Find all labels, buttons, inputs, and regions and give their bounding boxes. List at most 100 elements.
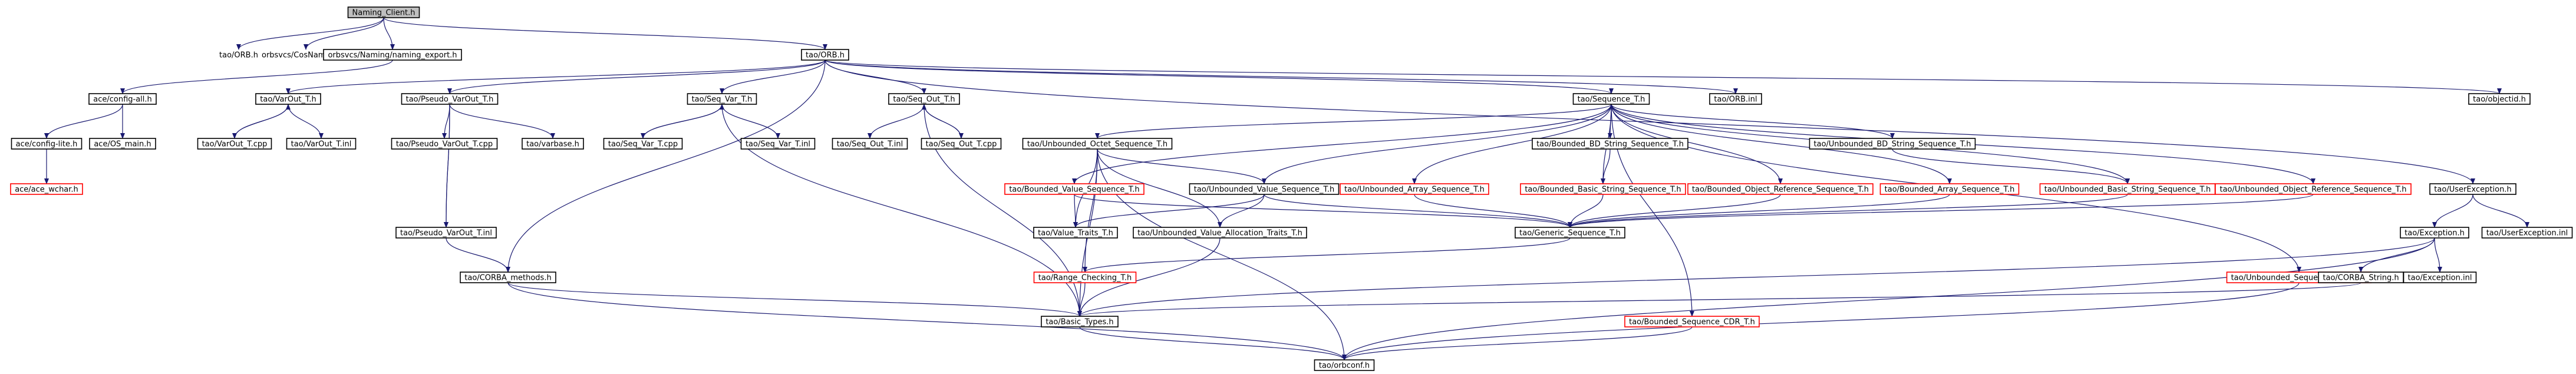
edge-sequence_t-to-unbounded_bd [1611, 104, 1895, 139]
node-tao-unbounded-value-allocation-traits-t-h[interactable]: tao/Unbounded_Value_Allocation_Traits_T.… [1133, 227, 1307, 239]
node-label: tao/CORBA_String.h [2323, 274, 2399, 283]
node-naming-client-h[interactable]: Naming_Client.h [347, 6, 420, 18]
node-box [1809, 138, 1976, 150]
node-label: tao/Exception.inl [2408, 274, 2472, 283]
node-label: tao/Value_Traits_T.h [1038, 229, 1113, 238]
node-box [801, 49, 849, 61]
node-box [10, 183, 83, 195]
node-tao-exception-h[interactable]: tao/Exception.h [2400, 227, 2469, 239]
node-tao-seq-out-t-inl[interactable]: tao/Seq_Out_T.inl [832, 138, 908, 150]
node-tao-orb-inl[interactable]: tao/ORB.inl [1709, 93, 1762, 105]
node-tao-seq-out-t-cpp[interactable]: tao/Seq_Out_T.cpp [921, 138, 1002, 150]
node-tao-pseudo-varout-t-cpp[interactable]: tao/Pseudo_VarOut_T.cpp [391, 138, 498, 150]
edge-bounded_seq_cdr-to-orbconf [1342, 326, 1693, 360]
node-box [1041, 316, 1119, 327]
edge-unbounded_value-to-generic_seq [1264, 194, 1572, 228]
node-label: tao/Unbounded_Value_Sequence_T.h [1194, 186, 1334, 194]
node-box [687, 93, 757, 105]
edge-seq_out-to-basic_types [923, 104, 1082, 317]
node-tao-varout-t-cpp[interactable]: tao/VarOut_T.cpp [197, 138, 272, 150]
node-tao-corba-methods-h[interactable]: tao/CORBA_methods.h [460, 272, 556, 283]
node-box [832, 138, 908, 150]
node-tao-exception-inl[interactable]: tao/Exception.inl [2403, 272, 2477, 283]
node-box [1709, 93, 1762, 105]
node-tao-corba-string-h[interactable]: tao/CORBA_String.h [2318, 272, 2404, 283]
node-box [460, 272, 556, 283]
node-tao-seq-var-t-inl[interactable]: tao/Seq_Var_T.inl [740, 138, 816, 150]
edge-root-to-orb_h [236, 17, 384, 50]
node-tao-bounded-basic-string-sequence-t-h[interactable]: tao/Bounded_Basic_String_Sequence_T.h [1520, 183, 1686, 195]
node-label: tao/Pseudo_VarOut_T.inl [400, 229, 492, 238]
node-tao-userexception-inl[interactable]: tao/UserException.inl [2481, 227, 2573, 239]
node-tao-userexception-h[interactable]: tao/UserException.h [2429, 183, 2516, 195]
node-box [1879, 183, 2020, 195]
node-label: tao/UserException.inl [2486, 229, 2568, 238]
edge-bounded_obj_ref-to-generic_seq [1568, 194, 1781, 228]
node-tao-value-traits-t-h[interactable]: tao/Value_Traits_T.h [1033, 227, 1118, 239]
node-tao-orb-h[interactable]: tao/ORB.h [801, 49, 849, 61]
node-tao-orb-h: tao/ORB.h [219, 51, 258, 60]
node-ace-os-main-h[interactable]: ace/OS_main.h [89, 138, 156, 150]
node-tao-bounded-array-sequence-t-h[interactable]: tao/Bounded_Array_Sequence_T.h [1879, 183, 2020, 195]
node-label: tao/orbconf.h [1319, 362, 1370, 370]
node-tao-seq-var-t-h[interactable]: tao/Seq_Var_T.h [687, 93, 757, 105]
node-tao-bounded-bd-string-sequence-t-h[interactable]: tao/Bounded_BD_String_Sequence_T.h [1532, 138, 1688, 150]
edge-unbounded_basic_str-to-generic_seq [1568, 194, 2128, 228]
node-tao-unbounded-octet-sequence-t-h[interactable]: tao/Unbounded_Octet_Sequence_T.h [1022, 138, 1173, 150]
node-label: ace/config-all.h [93, 95, 152, 104]
edge-naming_export-to-config_all [120, 59, 393, 94]
node-box [323, 49, 462, 61]
node-label: tao/Unbounded_Octet_Sequence_T.h [1027, 140, 1167, 149]
node-tao-objectid-h[interactable]: tao/objectid.h [2468, 93, 2531, 105]
node-label: tao/CORBA_methods.h [464, 274, 551, 283]
edge-sequence_t-to-unb_octet [1095, 104, 1612, 139]
node-box [2215, 183, 2412, 195]
edge-config_all-to-config_lite [44, 104, 123, 139]
node-orbsvcs-naming-naming-export-h[interactable]: orbsvcs/Naming/naming_export.h [323, 49, 462, 61]
node-tao-range-checking-t-h[interactable]: tao/Range_Checking_T.h [1033, 272, 1137, 283]
edge-unbounded_obj_ref-to-generic_seq [1568, 194, 2314, 228]
node-tao-unbounded-basic-string-sequence-t-h[interactable]: tao/Unbounded_Basic_String_Sequence_T.h [2039, 183, 2216, 195]
node-box [88, 93, 157, 105]
node-label: tao/Unbounded_BD_String_Sequence_T.h [1814, 140, 1971, 149]
node-box [1022, 138, 1173, 150]
node-box [603, 138, 683, 150]
edge-pseudo_varout-to-varbase [449, 104, 555, 139]
node-label: tao/Seq_Var_T.h [692, 95, 753, 104]
node-tao-orbconf-h[interactable]: tao/orbconf.h [1314, 359, 1375, 371]
node-tao-bounded-value-sequence-t-h[interactable]: tao/Bounded_Value_Sequence_T.h [1004, 183, 1144, 195]
node-tao-generic-sequence-t-h[interactable]: tao/Generic_Sequence_T.h [1515, 227, 1625, 239]
node-tao-varout-t-h[interactable]: tao/VarOut_T.h [255, 93, 321, 105]
node-tao-pseudo-varout-t-inl[interactable]: tao/Pseudo_VarOut_T.inl [395, 227, 497, 239]
node-box [1033, 272, 1137, 283]
node-tao-unbounded-array-sequence-t-h[interactable]: tao/Unbounded_Array_Sequence_T.h [1340, 183, 1489, 195]
node-ace-config-all-h[interactable]: ace/config-all.h [88, 93, 157, 105]
node-label: tao/Sequence_T.h [1578, 95, 1645, 104]
node-tao-sequence-t-h[interactable]: tao/Sequence_T.h [1572, 93, 1650, 105]
dependency-edges [44, 17, 2529, 360]
edge-bounded_value-to-generic_seq [1074, 194, 1572, 228]
edge-exception_h-to-basic_types [1077, 237, 2435, 317]
node-tao-pseudo-varout-t-h[interactable]: tao/Pseudo_VarOut_T.h [401, 93, 499, 105]
edge-seq_out-to-seq_out_inl [868, 104, 925, 139]
node-ace-ace-wchar-h[interactable]: ace/ace_wchar.h [10, 183, 83, 195]
node-box [401, 93, 499, 105]
node-label: orbsvcs/Naming/naming_export.h [328, 51, 457, 60]
node-tao-unbounded-bd-string-sequence-t-h[interactable]: tao/Unbounded_BD_String_Sequence_T.h [1809, 138, 1976, 150]
edge-unbounded_value-to-unb_value_alloc [1218, 194, 1265, 228]
node-tao-unbounded-value-sequence-t-h[interactable]: tao/Unbounded_Value_Sequence_T.h [1189, 183, 1340, 195]
node-label: tao/ORB.h [219, 51, 258, 60]
node-tao-bounded-sequence-cdr-t-h[interactable]: tao/Bounded_Sequence_CDR_T.h [1624, 316, 1760, 327]
node-tao-bounded-object-reference-sequence-t-h[interactable]: tao/Bounded_Object_Reference_Sequence_T.… [1687, 183, 1874, 195]
node-tao-unbounded-object-reference-sequence-t-h[interactable]: tao/Unbounded_Object_Reference_Sequence_… [2215, 183, 2412, 195]
node-tao-seq-var-t-cpp[interactable]: tao/Seq_Var_T.cpp [603, 138, 683, 150]
node-tao-basic-types-h[interactable]: tao/Basic_Types.h [1041, 316, 1119, 327]
node-box [888, 93, 960, 105]
node-ace-config-lite-h[interactable]: ace/config-lite.h [11, 138, 83, 150]
node-tao-varbase-h[interactable]: tao/varbase.h [522, 138, 584, 150]
node-tao-seq-out-t-h[interactable]: tao/Seq_Out_T.h [888, 93, 960, 105]
node-box [2481, 227, 2573, 239]
node-tao-varout-t-inl[interactable]: tao/VarOut_T.inl [286, 138, 357, 150]
node-label: tao/Seq_Out_T.cpp [926, 140, 997, 149]
edge-unb_octet-to-orbconf [1097, 148, 1347, 360]
